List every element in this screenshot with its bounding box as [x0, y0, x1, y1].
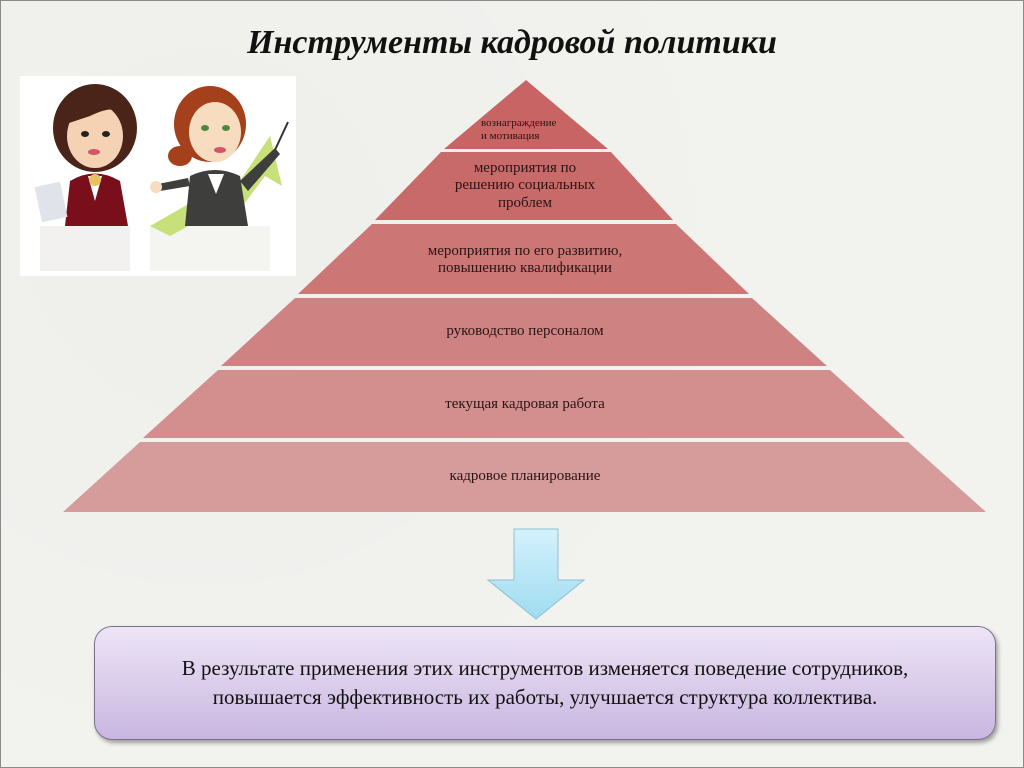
- pyramid-tier-5: [143, 370, 905, 438]
- tier-label-current-work: текущая кадровая работа: [445, 396, 605, 412]
- pyramid-tier-3: [298, 224, 749, 294]
- tier-label-planning: кадровое планирование: [449, 468, 601, 484]
- tier-label-reward: вознаграждение и мотивация: [481, 117, 557, 142]
- tier-label-management: руководство персоналом: [446, 323, 604, 339]
- businesswomen-icon: [34, 84, 289, 271]
- result-callout: В результате применения этих инструменто…: [94, 626, 996, 740]
- pyramid-tier-1: [444, 80, 608, 149]
- down-arrow-icon: [486, 528, 586, 620]
- slide-title: Инструменты кадровой политики: [247, 24, 777, 61]
- pyramid-tier-4: [221, 298, 827, 366]
- pyramid-tier-2: [375, 152, 673, 220]
- result-text: В результате применения этих инструменто…: [181, 655, 909, 709]
- tier-label-development: мероприятия по его развитию, повышению к…: [427, 243, 623, 277]
- pyramid-tier-6: [63, 442, 986, 512]
- businesswomen-illustration: [20, 76, 296, 276]
- tier-label-social: мероприятия по решению социальных пробле…: [454, 160, 596, 211]
